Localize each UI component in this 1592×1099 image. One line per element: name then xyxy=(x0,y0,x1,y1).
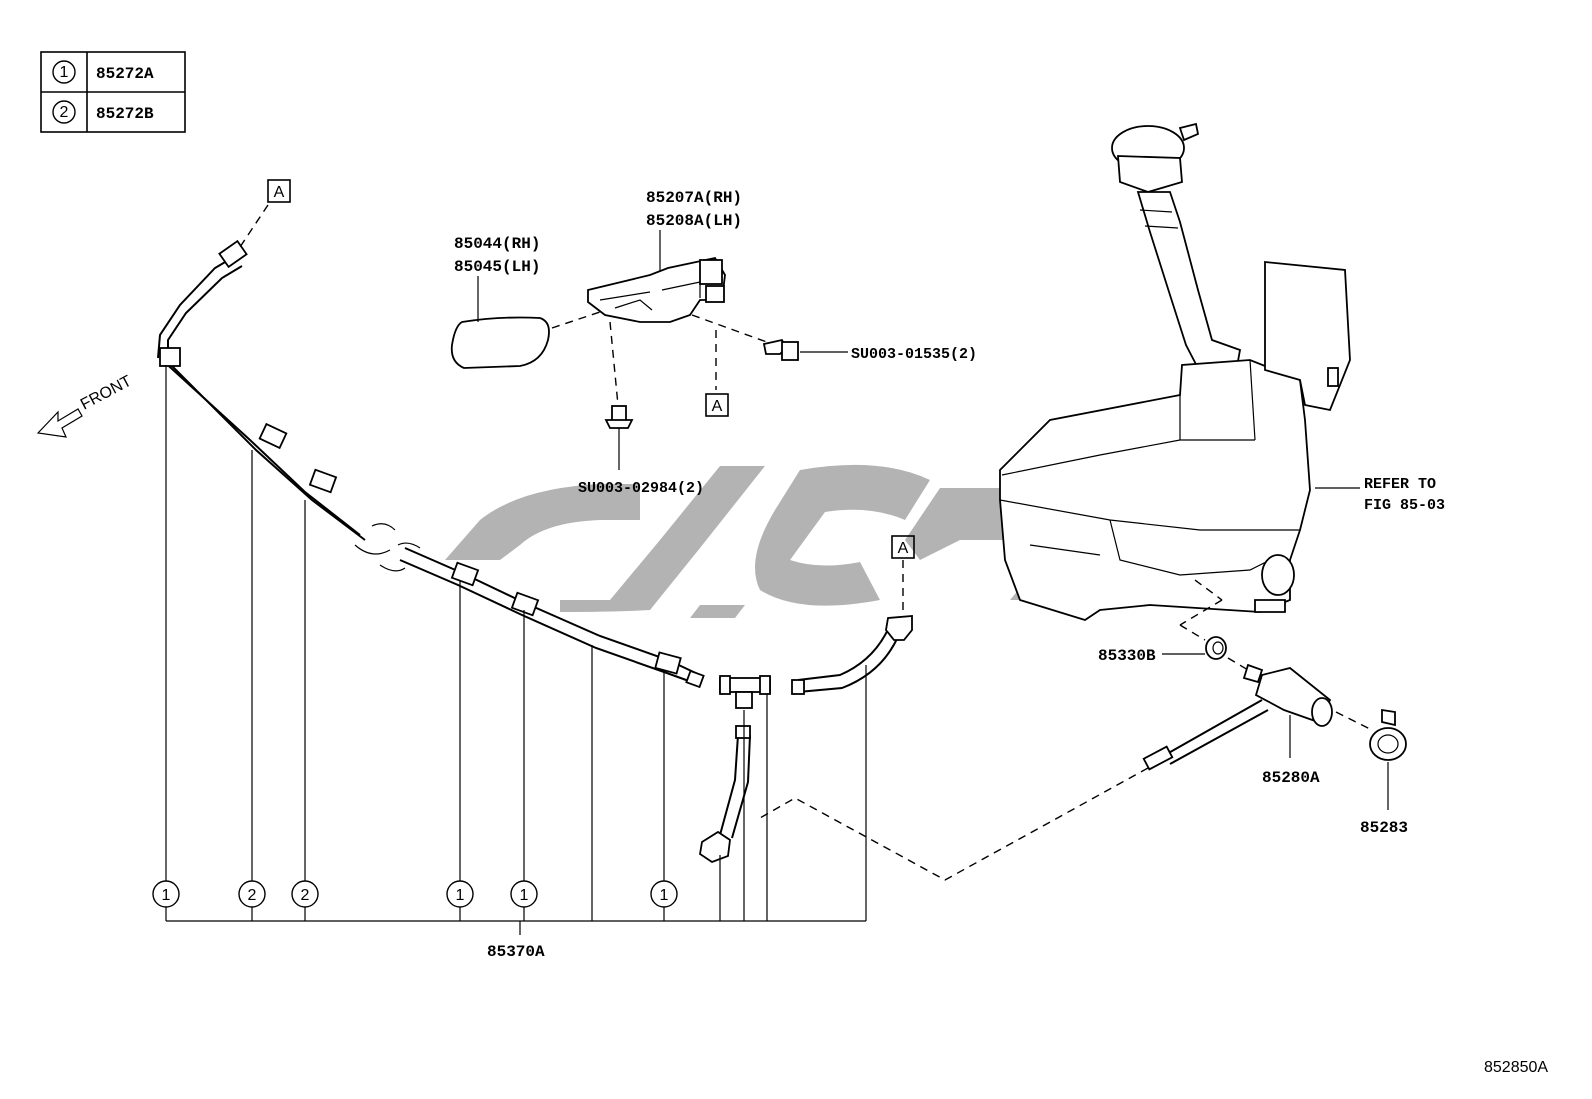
legend-table: 1 85272A 2 85272B xyxy=(40,51,186,133)
washer-reservoir-tank xyxy=(999,122,1351,621)
clip xyxy=(604,405,634,470)
hose-clamp xyxy=(450,561,480,587)
label-refer-line1: REFER TO xyxy=(1364,476,1436,493)
svg-text:1: 1 xyxy=(660,887,669,904)
hose-marker-2a: 2 xyxy=(238,880,266,908)
front-arrow: FRONT xyxy=(36,373,135,438)
grommet xyxy=(1205,636,1227,660)
hose-marker-1a: 1 xyxy=(152,880,180,908)
bolt xyxy=(762,338,799,361)
t-joint xyxy=(719,675,771,709)
ref-a-label: A xyxy=(712,398,723,415)
label-cover-lh: 85045(LH) xyxy=(454,258,540,276)
hose-clamp xyxy=(654,651,682,675)
hose-marker-1c: 1 xyxy=(510,880,538,908)
legend-code-1: 85272A xyxy=(96,65,154,83)
legend-marker-1 xyxy=(52,60,76,84)
hose-marker-1d: 1 xyxy=(650,880,678,908)
hose-clamp xyxy=(159,347,181,367)
hose-clamp xyxy=(308,468,338,494)
ref-a-label: A xyxy=(898,540,909,557)
label-bracket: 85283 xyxy=(1360,819,1408,837)
hose-marker-1b: 1 xyxy=(446,880,474,908)
watermark-logo xyxy=(445,464,1126,618)
label-nozzle-rh: 85207A(RH) xyxy=(646,189,742,207)
headlamp-cleaner-cover xyxy=(450,316,550,369)
svg-text:2: 2 xyxy=(301,887,310,904)
hose-clamp xyxy=(258,422,288,450)
washer-pump xyxy=(1142,663,1333,771)
hose-down xyxy=(699,725,751,864)
pump-bracket xyxy=(1369,708,1407,761)
washer-nozzle xyxy=(587,256,726,323)
hose-clamp xyxy=(218,239,248,269)
svg-text:1: 1 xyxy=(456,887,465,904)
label-bolt: SU003-01535(2) xyxy=(851,346,977,363)
washer-hose-assembly xyxy=(157,239,705,689)
legend-marker-2 xyxy=(52,100,76,124)
svg-text:1: 1 xyxy=(162,887,171,904)
front-label: FRONT xyxy=(78,373,135,414)
label-hose-assy: 85370A xyxy=(487,943,545,961)
svg-text:1: 1 xyxy=(520,887,529,904)
legend-code-2: 85272B xyxy=(96,105,154,123)
svg-text:2: 2 xyxy=(248,887,257,904)
ref-a-box-1: A xyxy=(267,179,291,203)
legend-mark-2: 2 xyxy=(60,104,69,121)
legend-mark-1: 1 xyxy=(60,64,69,81)
ref-a-box-3: A xyxy=(705,393,729,417)
label-grommet: 85330B xyxy=(1098,647,1156,665)
figure-id: 852850A xyxy=(1484,1059,1548,1076)
hose-clamp xyxy=(510,591,540,617)
label-refer-line2: FIG 85-03 xyxy=(1364,497,1445,514)
label-nozzle-lh: 85208A(LH) xyxy=(646,212,742,230)
ref-a-label: A xyxy=(274,184,285,201)
hose-right xyxy=(791,615,913,695)
leader-lines xyxy=(165,365,867,935)
label-cover-rh: 85044(RH) xyxy=(454,235,540,253)
ref-a-box-2: A xyxy=(891,535,915,559)
label-pump: 85280A xyxy=(1262,769,1320,787)
label-clip: SU003-02984(2) xyxy=(578,480,704,497)
hose-marker-2b: 2 xyxy=(291,880,319,908)
